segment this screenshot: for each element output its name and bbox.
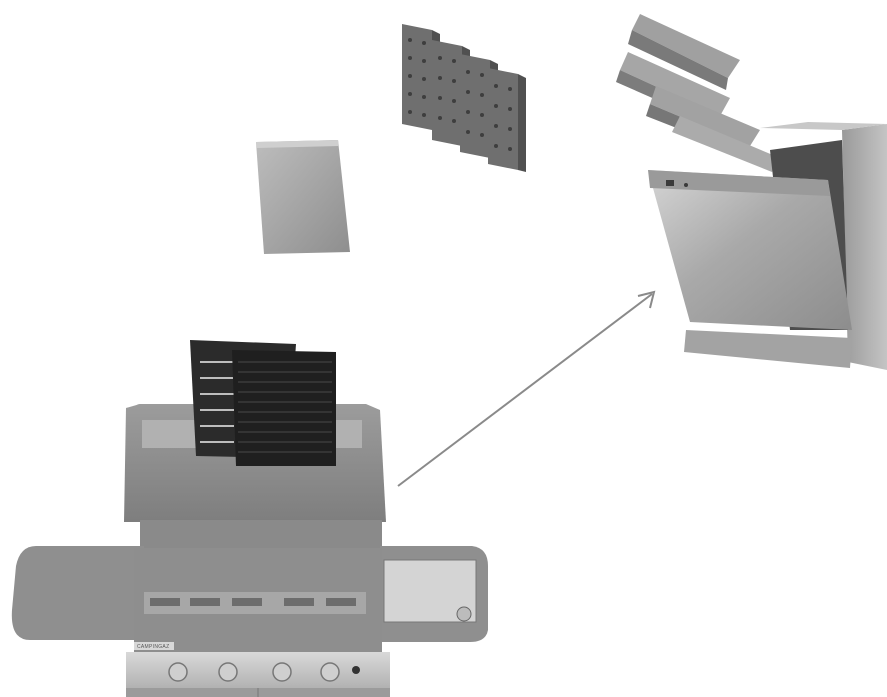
arrow-to-dishwasher <box>397 290 656 487</box>
control-knob[interactable] <box>320 662 340 682</box>
flavour-bar <box>488 68 526 172</box>
flavour-bars <box>402 24 526 172</box>
control-knob[interactable] <box>272 662 292 682</box>
side-burner-knob[interactable] <box>456 606 472 622</box>
dishwasher-flavour-bars <box>616 14 780 172</box>
control-knob[interactable] <box>168 662 188 682</box>
burner-slots <box>150 598 356 606</box>
dishwasher-plinth <box>684 330 852 368</box>
barbecue: CAMPINGAZ <box>11 340 488 697</box>
indicator-light <box>684 183 688 187</box>
brand-plate-text: CAMPINGAZ <box>137 644 169 650</box>
dishwasher-top <box>760 122 887 130</box>
dishwasher-side <box>842 124 887 370</box>
power-button-icon[interactable] <box>666 180 674 186</box>
dishwasher <box>616 14 887 370</box>
griddle-plate <box>256 140 350 254</box>
left-side-shelf <box>11 546 149 640</box>
brand-plate <box>134 642 174 650</box>
dishwasher-control-strip <box>648 170 830 196</box>
ignition-button[interactable] <box>352 666 360 674</box>
flavour-bar-holes <box>408 38 512 151</box>
control-knob[interactable] <box>218 662 238 682</box>
cast-iron-griddle <box>232 350 336 466</box>
dishwasher-door <box>648 170 852 330</box>
grill-back <box>140 520 382 552</box>
